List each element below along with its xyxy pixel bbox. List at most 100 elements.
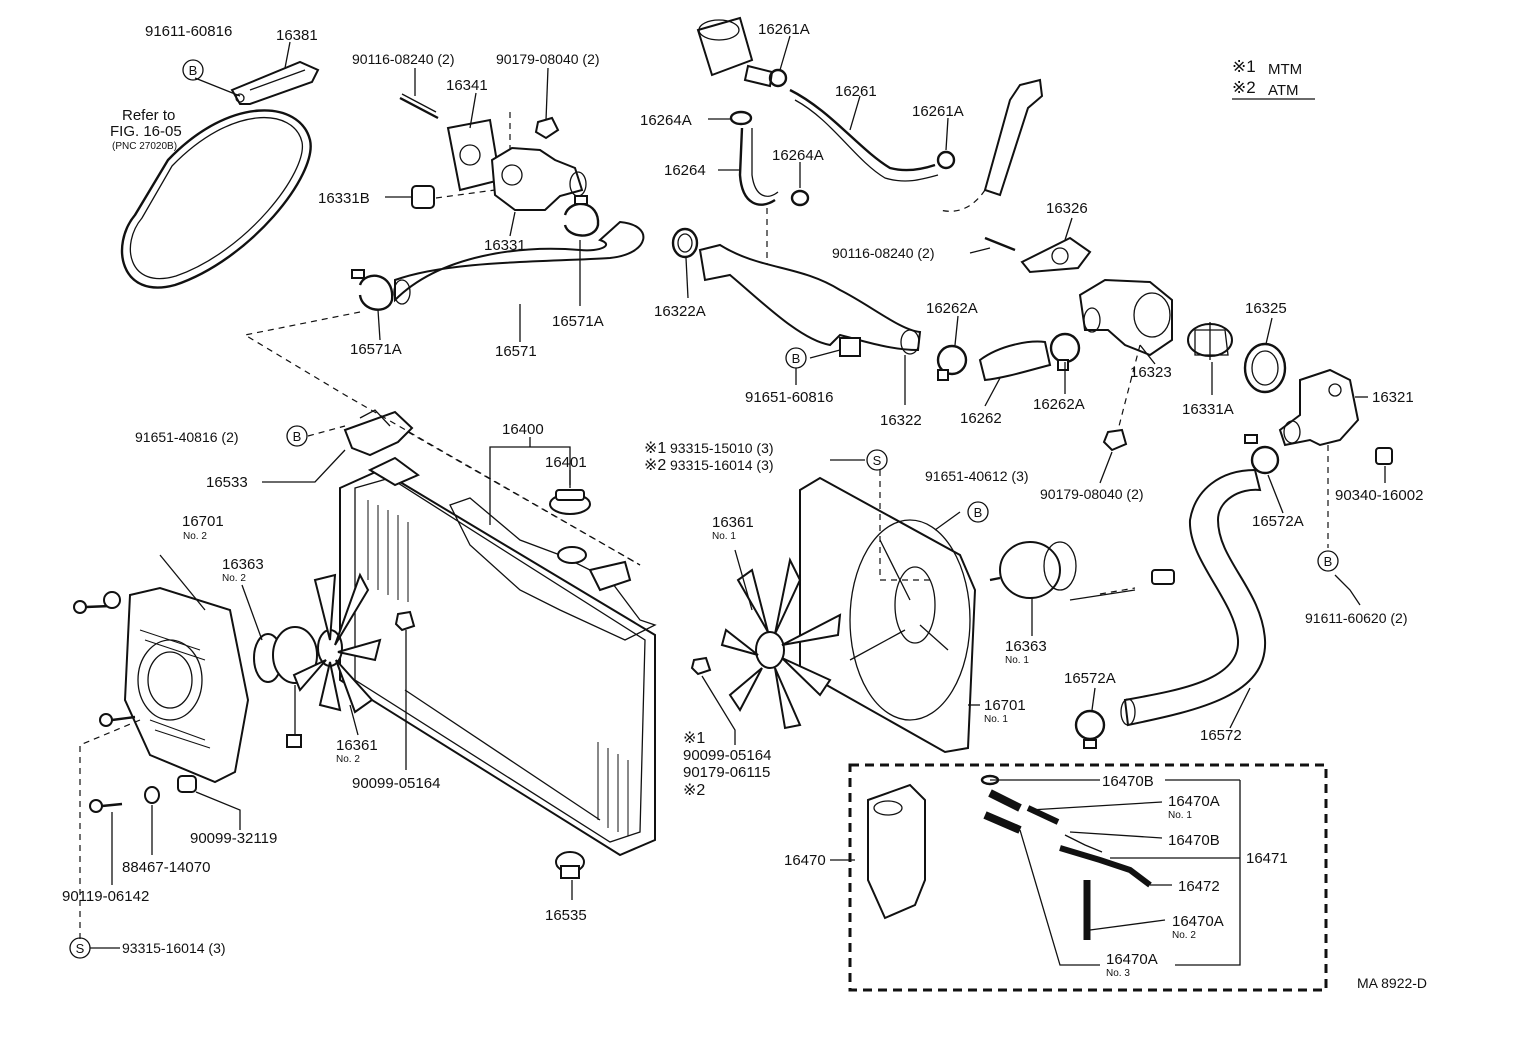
leader (701, 675, 736, 745)
leader (435, 189, 496, 199)
label-93315-15010: 93315-15010 (3) (670, 440, 774, 456)
label-16264A-a: 16264A (640, 112, 692, 129)
clamp-16572A-a (1244, 434, 1280, 475)
leader (779, 35, 791, 71)
label-16470: 16470 (784, 852, 826, 869)
bolt-symbol-1: B (182, 59, 204, 81)
label-16262A-a: 16262A (926, 300, 978, 317)
label-93315-16014-a: 93315-16014 (3) (122, 940, 226, 956)
bolt-90119 (89, 799, 123, 813)
leader (1229, 687, 1251, 729)
clamp-16264A-b (790, 189, 810, 207)
label-16326: 16326 (1046, 200, 1088, 217)
label-90179-06115: 90179-06115 (683, 764, 770, 781)
label-16261A-a: 16261A (758, 21, 810, 38)
label-91651-40612: 91651-40612 (3) (925, 468, 1029, 484)
gasket-16325 (1243, 342, 1287, 394)
fan-shroud-16701-no2 (123, 586, 250, 784)
hose-16262 (978, 340, 1052, 382)
marker-93315-16014-b: ※2 (644, 457, 666, 474)
label-16331: 16331 (484, 237, 526, 254)
fan-motor-16363-no1 (989, 541, 1175, 601)
svg-text:B: B (189, 63, 198, 78)
leader (1064, 217, 1073, 241)
bracket-16533 (343, 409, 414, 457)
leader (307, 425, 346, 437)
legend-marker-1: ※1 (1232, 57, 1256, 76)
label-16401: 16401 (545, 454, 587, 471)
leader (734, 549, 753, 611)
nut-90179-a (534, 116, 560, 140)
label-16321: 16321 (1372, 389, 1414, 406)
label-16262: 16262 (960, 410, 1002, 427)
filler-neck (557, 546, 632, 592)
sublabel-16470A-no2: No. 2 (1172, 930, 1196, 941)
clamp-16572A-b (1074, 709, 1106, 749)
grommet-90099 (177, 775, 197, 793)
legend-marker-2: ※2 (1232, 78, 1256, 97)
guide-line (407, 431, 641, 566)
leader (1139, 344, 1156, 365)
fan-16361-no2 (292, 572, 382, 714)
label-16400: 16400 (502, 421, 544, 438)
fan-shroud-16701-no1 (799, 476, 977, 754)
nut-90099-b (690, 656, 712, 676)
sublabel-16701-no2: No. 2 (183, 531, 207, 542)
label-90119-06142: 90119-06142 (62, 888, 149, 905)
leader (1091, 687, 1096, 711)
label-90099-05164-b: 90099-05164 (683, 747, 771, 764)
bolt-symbol-2: B (286, 425, 308, 447)
label-16331B: 16331B (318, 190, 370, 207)
leader (984, 377, 1001, 407)
leader (469, 92, 477, 129)
svg-text:B: B (792, 351, 801, 366)
leader (1029, 801, 1163, 811)
clamp-16261A-a (768, 68, 788, 88)
label-93315-16014-b: 93315-16014 (3) (670, 457, 774, 473)
leader (159, 554, 206, 611)
leader (1089, 919, 1166, 931)
legend-label-2: ATM (1268, 82, 1299, 99)
screw-symbol-1: S (866, 449, 888, 471)
leader (1334, 574, 1361, 606)
label-16361-no1: 16361 (712, 514, 754, 531)
label-16470A-no1: 16470A (1168, 793, 1220, 810)
water-inlet-16323 (1078, 278, 1173, 357)
sublabel-16701-no1: No. 1 (984, 714, 1008, 725)
sublabel-16470A-no1: No. 1 (1168, 810, 1192, 821)
sublabel-16361-no1: No. 1 (712, 531, 736, 542)
svg-text:S: S (76, 941, 85, 956)
label-16363-no1: 16363 (1005, 638, 1047, 655)
bolt-symbol-4: B (967, 501, 989, 523)
clamp-16571A-a (351, 269, 394, 311)
label-16322: 16322 (880, 412, 922, 429)
housing-16321 (1278, 368, 1360, 447)
pipe-16322 (698, 243, 922, 357)
svg-text:B: B (974, 505, 983, 520)
label-16470A-no3: 16470A (1106, 951, 1158, 968)
legend: ※1 MTM ※2 ATM (1232, 57, 1315, 100)
label-16571A-b: 16571A (552, 313, 604, 330)
label-16571: 16571 (495, 343, 537, 360)
label-16363-no2: 16363 (222, 556, 264, 573)
leader (284, 41, 291, 69)
label-16470A-no2: 16470A (1172, 913, 1224, 930)
leader (262, 449, 346, 483)
bolt-symbol-3: B (785, 347, 807, 369)
label-16261A-b: 16261A (912, 103, 964, 120)
leader (1069, 831, 1163, 839)
sublabel-16361-no2: No. 2 (336, 754, 360, 765)
label-16701-no1: 16701 (984, 697, 1026, 714)
leader (685, 257, 689, 299)
radiator-16400 (339, 456, 657, 857)
marker-90179-06115: ※2 (683, 782, 705, 799)
reservoir-tank-16470 (867, 783, 926, 920)
gasket-16341 (446, 118, 502, 192)
label-91651-60816: 91651-60816 (745, 389, 833, 406)
label-16262A-b: 16262A (1033, 396, 1085, 413)
marker-93315-15010: ※1 (644, 440, 666, 457)
svg-text:S: S (873, 453, 882, 468)
clamp-16264A-a (729, 110, 753, 126)
label-90179-08040-a: 90179-08040 (2) (496, 51, 600, 67)
